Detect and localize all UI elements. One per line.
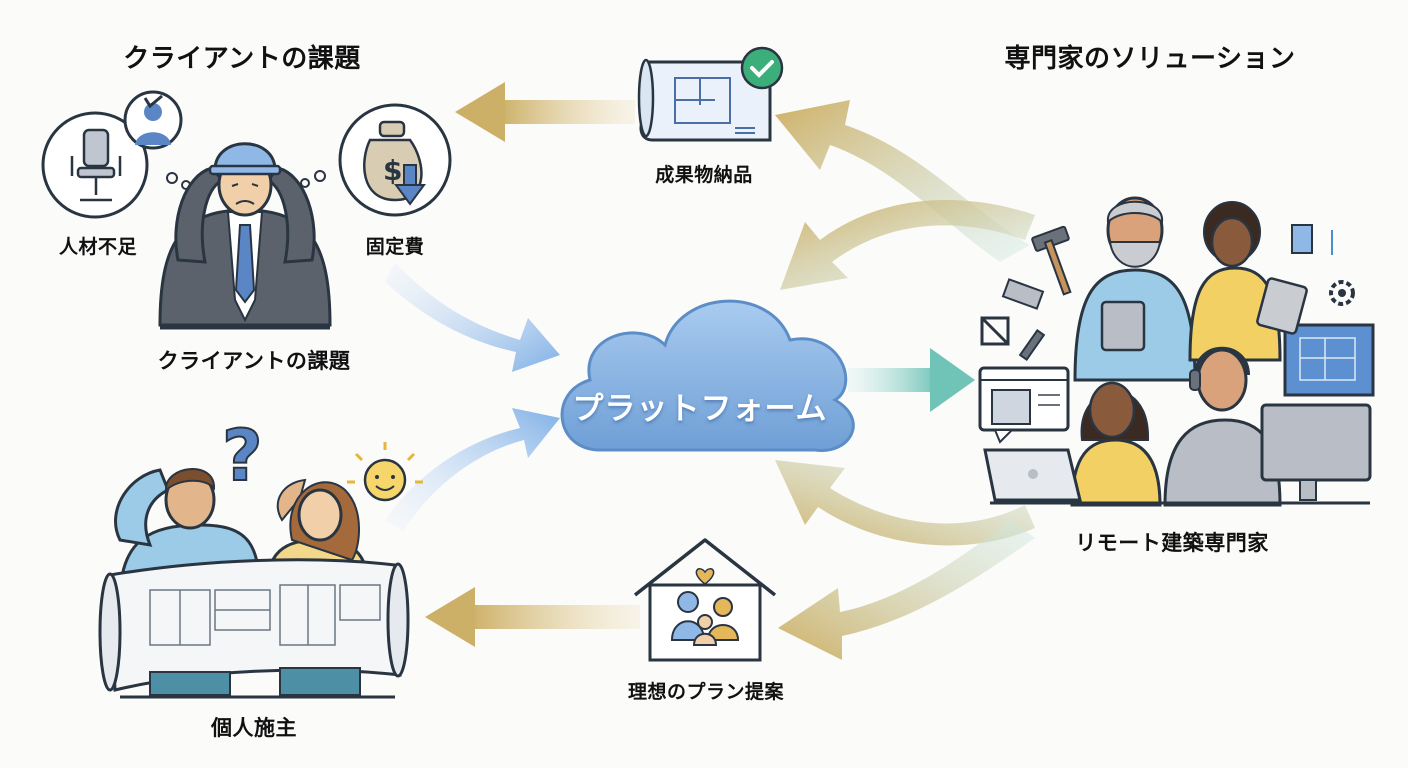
arrow-experts-to-platform-upper <box>780 200 1035 290</box>
label-remote-architects: リモート建築専門家 <box>1075 531 1269 555</box>
down-arrow-icon <box>394 164 426 206</box>
house-family-icon <box>633 538 777 662</box>
heading-client-issues: クライアントの課題 <box>123 44 361 74</box>
frame-icon <box>980 316 1010 346</box>
platform-cloud <box>560 299 855 452</box>
arrow-experts-to-platform-lower <box>775 460 1035 546</box>
brick-icon <box>1001 278 1045 310</box>
arrow-plan-to-owner <box>425 587 640 647</box>
label-deliverables: 成果物納品 <box>655 164 753 186</box>
arrow-client-to-platform <box>385 262 560 372</box>
arrow-experts-to-plan <box>778 520 1035 660</box>
experts-illustration <box>978 196 1375 507</box>
label-ideal-plan: 理想のプラン提案 <box>627 681 785 703</box>
label-fixed-cost: 固定費 <box>365 236 425 258</box>
platform-label: プラットフォーム <box>572 391 828 427</box>
office-chair-icon <box>70 128 122 202</box>
label-staff-shortage: 人材不足 <box>58 236 138 258</box>
wrench-person-icon <box>135 94 171 145</box>
pencil-icon <box>1018 329 1046 361</box>
building-window-icon <box>978 366 1070 444</box>
client-illustration: $ <box>41 90 452 330</box>
cube-icon <box>1291 224 1333 255</box>
gear-icon <box>1329 280 1355 306</box>
svg-text:$: $ <box>383 154 402 187</box>
label-client-issue: クライアントの課題 <box>157 349 351 373</box>
heading-expert-solution: 専門家のソリューション <box>1004 44 1296 74</box>
question-mark-icon: ? <box>221 414 264 498</box>
hammer-icon <box>1031 225 1072 296</box>
label-individual-owner: 個人施主 <box>211 716 297 740</box>
svg-text:?: ? <box>222 415 263 497</box>
arrow-platform-to-experts <box>848 348 975 412</box>
sun-smile-icon <box>347 442 423 502</box>
blueprint-check-icon <box>637 46 784 142</box>
owners-illustration: ? <box>98 414 423 699</box>
arrow-deliverables-to-client <box>455 82 635 142</box>
arrow-owner-to-platform <box>385 408 560 532</box>
